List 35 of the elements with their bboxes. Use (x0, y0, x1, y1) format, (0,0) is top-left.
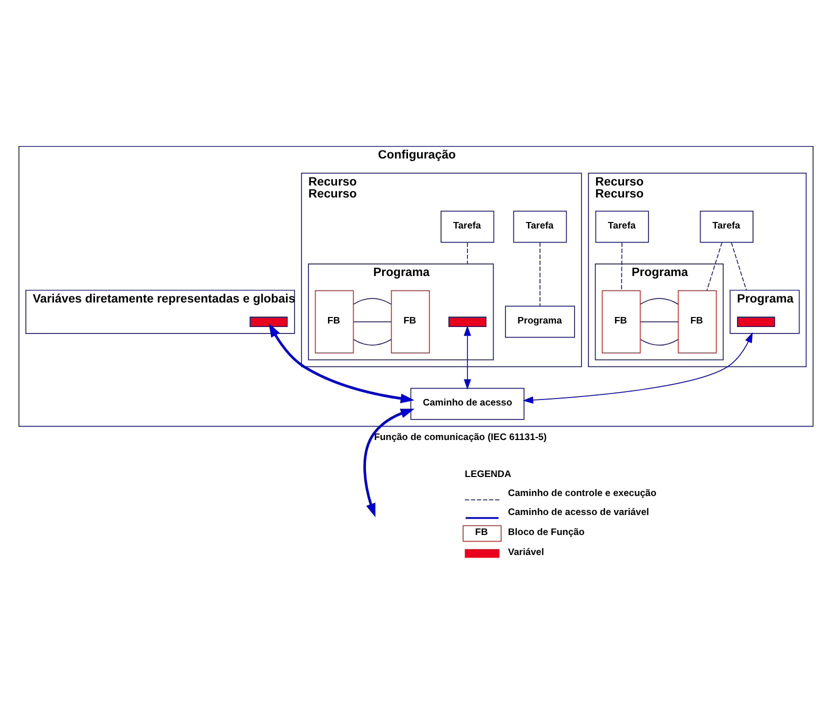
connector (353, 321, 392, 322)
node-box: FB (602, 290, 641, 354)
connector (353, 298, 392, 305)
node-box: FB (678, 290, 717, 354)
node-bar (737, 316, 776, 327)
node-box: Tarefa (440, 210, 494, 243)
legend-label: Caminho de acesso de variável (508, 507, 650, 518)
arrow (522, 332, 753, 404)
connector (621, 242, 622, 291)
legend-label: Caminho de controle e execução (508, 488, 656, 500)
arrow (268, 323, 414, 404)
connector (706, 242, 722, 291)
node-box: Tarefa (513, 210, 567, 243)
node-box: Tarefa (595, 210, 649, 243)
label: FB (475, 527, 488, 538)
node-box: Caminho de acesso (410, 388, 524, 420)
connector (640, 298, 679, 305)
legend-label: Variável (508, 546, 544, 558)
connector (640, 321, 679, 322)
connector (640, 338, 679, 346)
label: LEGENDA (464, 469, 512, 480)
edge-label: Função de comunicação (IEC 61131-5) (374, 432, 547, 444)
legend-label: Bloco de Função (508, 527, 585, 538)
node-box: FB (390, 290, 430, 354)
connector (353, 338, 392, 346)
connector (466, 242, 468, 264)
arrow (363, 408, 415, 518)
node-box: Tarefa (700, 210, 754, 243)
node-bar (448, 316, 486, 327)
cluster: Programa (730, 290, 800, 334)
node-bar (250, 316, 288, 327)
arrow (464, 325, 472, 390)
node-box: Programa (505, 306, 575, 338)
connector (730, 242, 747, 291)
node-box: FB (314, 290, 354, 354)
